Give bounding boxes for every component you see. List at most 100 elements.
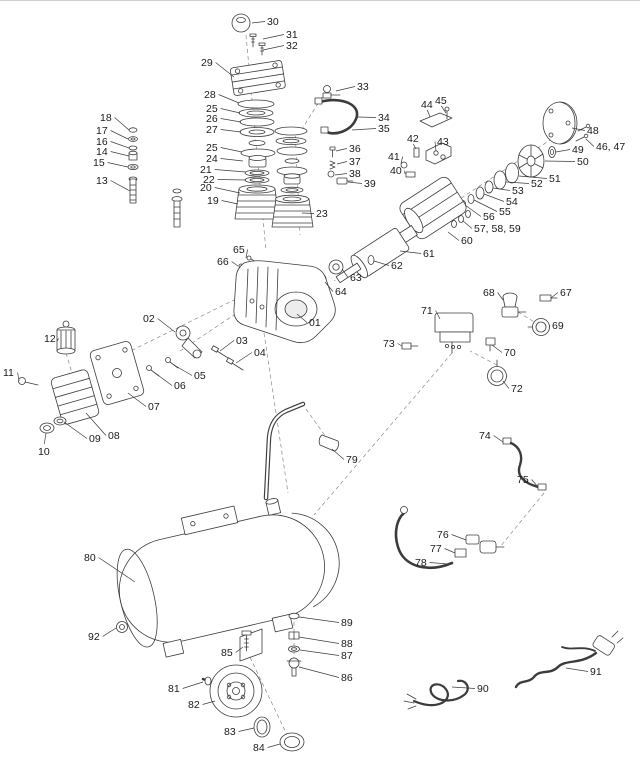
callout-01: 01	[309, 317, 321, 329]
callout-leader-60	[448, 232, 459, 241]
callout-55: 55	[499, 206, 511, 218]
part-head-screws	[250, 34, 265, 55]
part-motor-end-cover	[543, 102, 577, 144]
part-bearing	[329, 260, 343, 274]
callout-60: 60	[461, 235, 473, 247]
part-nipple	[540, 295, 557, 301]
part-drain-plug	[117, 622, 128, 633]
part-motor-lead-wire	[404, 681, 468, 709]
callout-leader-86	[299, 667, 339, 678]
callout-28: 28	[204, 89, 216, 101]
part-fan	[518, 145, 544, 177]
callout-42: 42	[407, 133, 419, 145]
callout-82: 82	[188, 699, 200, 711]
callout-63: 63	[350, 272, 362, 284]
callout-49: 49	[572, 144, 584, 156]
part-outlet-fitting	[486, 338, 495, 351]
callout-07: 07	[148, 401, 160, 413]
callout-85: 85	[221, 647, 233, 659]
callout-61: 61	[423, 248, 435, 260]
callout-leader-84	[268, 744, 280, 748]
part-valve-stack-left	[238, 100, 275, 183]
callout-80: 80	[84, 552, 96, 564]
callout-35: 35	[378, 123, 390, 135]
callout-leader-74	[494, 436, 503, 443]
callout-74: 74	[479, 430, 491, 442]
part-dipstick	[172, 189, 182, 227]
callout-leader-25	[221, 109, 240, 114]
part-small-fittings	[401, 148, 419, 177]
callout-leader-21	[215, 170, 246, 173]
callout-68: 68	[483, 287, 495, 299]
callout-76: 76	[437, 529, 449, 541]
callout-leader-67	[551, 293, 558, 299]
part-filter-rings	[40, 417, 66, 433]
callout-leader-68	[498, 293, 503, 301]
callout-leader-11	[18, 373, 19, 382]
callout-06: 06	[174, 380, 186, 392]
callout-27: 27	[206, 124, 218, 136]
callout-32: 32	[286, 40, 298, 52]
callout-leader-23	[302, 213, 314, 214]
callout-75: 75	[517, 474, 529, 486]
callout-leader-39	[348, 182, 362, 184]
callout-leader-77	[445, 549, 455, 554]
callout-leader-26	[221, 119, 241, 123]
callout-12: 12	[44, 333, 56, 345]
callout-77: 77	[430, 543, 442, 555]
callout-29: 29	[201, 57, 213, 69]
callout-leader-32	[263, 46, 284, 51]
part-hubcap-ring	[254, 717, 270, 737]
callout-leader-55	[474, 200, 497, 212]
callout-86: 86	[341, 672, 353, 684]
part-cylinder-left	[235, 185, 279, 219]
callout-leader-72	[503, 381, 509, 389]
callout-46-47: 46, 47	[596, 141, 625, 153]
callout-11: 11	[3, 367, 14, 379]
callout-leader-19	[222, 201, 238, 205]
callout-leader-91	[566, 668, 588, 672]
callout-leader-54	[484, 194, 504, 202]
callout-leader-36	[336, 149, 347, 152]
callout-57-58-59: 57, 58, 59	[474, 223, 521, 235]
part-handle-grip	[319, 435, 338, 451]
part-switch-fitting	[402, 343, 418, 349]
callout-leader-10	[44, 433, 46, 444]
part-tank	[105, 486, 352, 665]
callout-92: 92	[88, 631, 100, 643]
callout-leader-49	[556, 150, 570, 153]
callout-leader-16	[111, 142, 129, 149]
callout-leader-70	[492, 345, 502, 353]
part-shaft-key	[368, 256, 374, 265]
callout-20: 20	[200, 182, 212, 194]
callout-81: 81	[168, 683, 180, 695]
callout-13: 13	[96, 175, 108, 187]
callout-48: 48	[587, 125, 599, 137]
part-cover-screws	[147, 358, 179, 377]
part-pressure-switch	[435, 313, 473, 353]
callout-36: 36	[349, 143, 361, 155]
callout-79: 79	[346, 454, 358, 466]
part-cylinder-head	[230, 60, 286, 96]
callout-44: 44	[421, 99, 433, 111]
part-cylinder-right	[272, 195, 313, 227]
callout-leader-25	[221, 148, 242, 153]
callout-leader-14	[111, 152, 129, 157]
callout-leader-44	[427, 110, 430, 117]
part-crankcase	[234, 261, 335, 343]
part-long-bolt	[129, 177, 137, 203]
part-knob	[232, 14, 250, 32]
callout-leader-30	[252, 22, 265, 24]
callout-leader-34	[358, 117, 376, 118]
callout-62: 62	[391, 260, 403, 272]
callout-leader-87	[300, 650, 339, 656]
callout-67: 67	[560, 287, 572, 299]
part-regulator	[502, 293, 526, 317]
callout-88: 88	[341, 638, 353, 650]
callout-leader-46-47	[586, 139, 594, 147]
part-rotor-shaft	[331, 220, 421, 291]
callout-38: 38	[349, 168, 361, 180]
part-gauge-small	[528, 319, 550, 336]
callout-leader-79	[332, 449, 344, 460]
